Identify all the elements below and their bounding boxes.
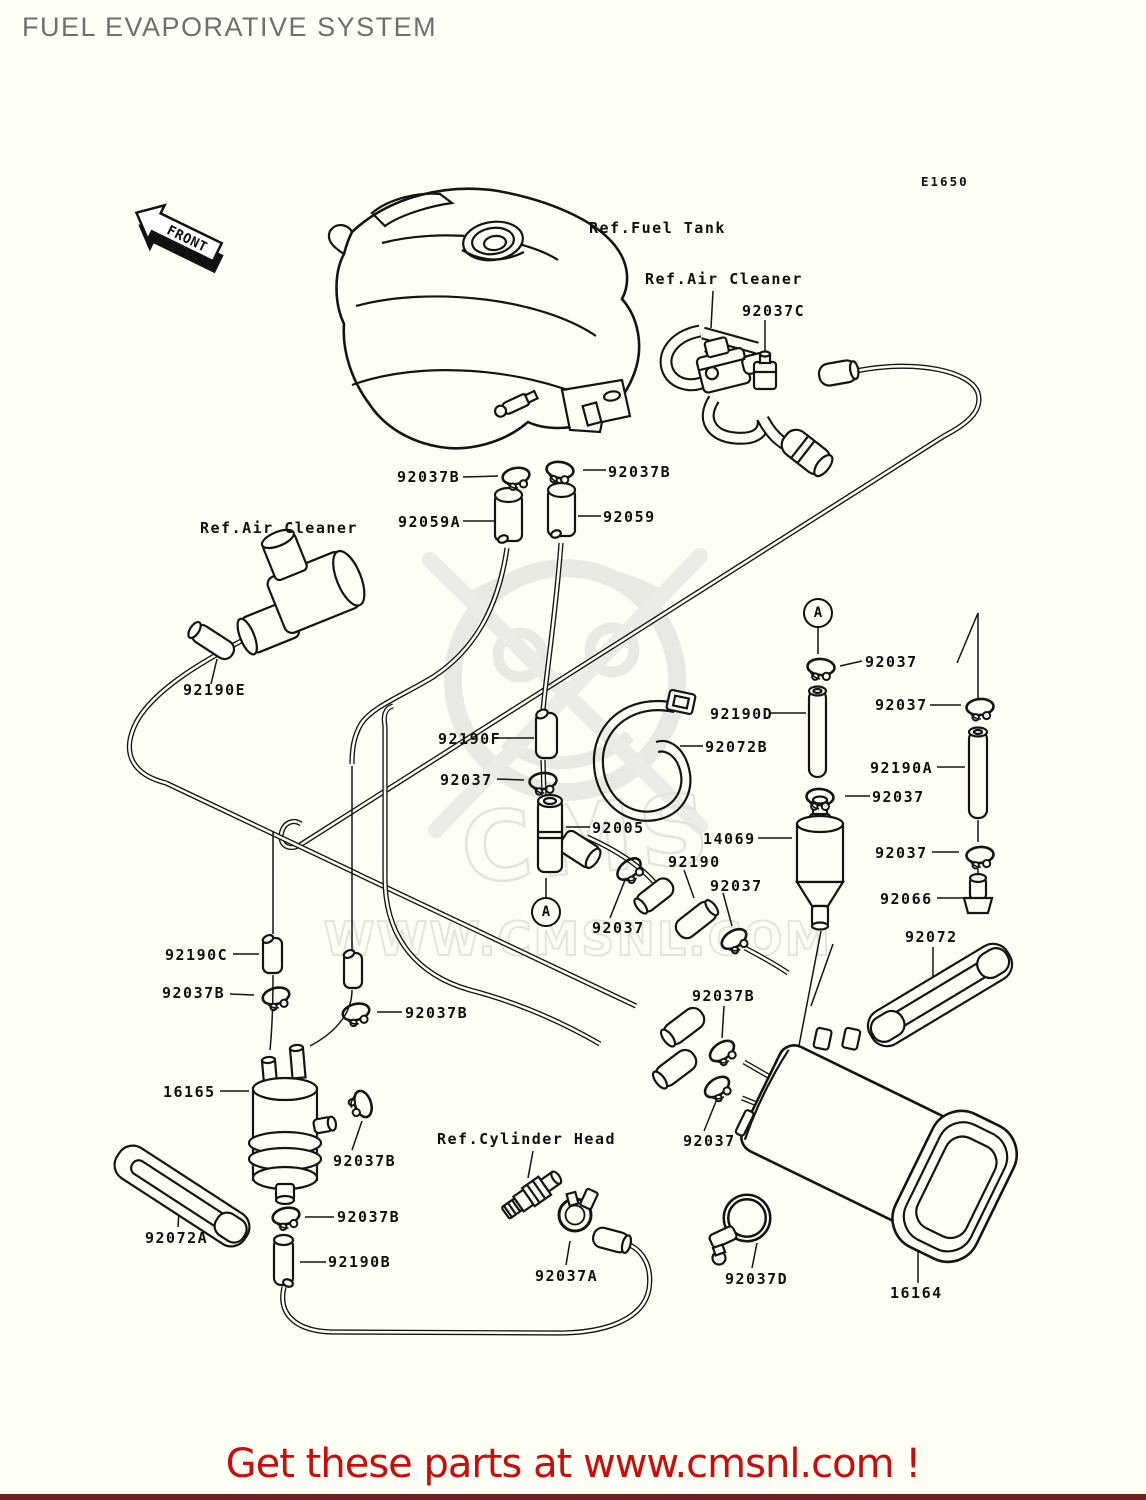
tube-92190A [967, 726, 989, 820]
footer-promo-text[interactable]: Get these parts at www.cmsnl.com ! [225, 1441, 922, 1487]
tube-connector-2 [651, 1048, 698, 1090]
part-label-92072B: 92072B [705, 738, 769, 756]
page-title: FUEL EVAPORATIVE SYSTEM [22, 12, 438, 42]
part-label-Ref-Cylinder-Head: Ref.Cylinder Head [437, 1130, 617, 1148]
tube-92190C [261, 933, 284, 975]
part-label-92037B: 92037B [608, 463, 672, 481]
part-label-92037: 92037 [592, 919, 645, 937]
strap-92072A [113, 1144, 251, 1248]
fuel-filter-14069 [795, 795, 845, 931]
part-label-92037B: 92037B [692, 987, 756, 1005]
part-label-92037B: 92037B [333, 1152, 397, 1170]
part-label-92059: 92059 [603, 508, 656, 526]
part-label-92037: 92037 [440, 771, 493, 789]
front-arrow: FRONT [134, 203, 224, 274]
part-label-92190D: 92190D [710, 705, 774, 723]
part-label-92037: 92037 [865, 653, 918, 671]
part-label-92037B: 92037B [405, 1004, 469, 1022]
separator-16165 [247, 1043, 338, 1206]
tube-92190F [534, 708, 559, 760]
tube-92190D [807, 685, 828, 779]
tube-92190-mid [674, 899, 720, 940]
part-label-92190: 92190 [668, 853, 721, 871]
part-label-92190C: 92190C [165, 946, 229, 964]
small-tube [817, 359, 860, 387]
pipe-92059A [493, 486, 524, 544]
part-label-92037A: 92037A [535, 1267, 599, 1285]
part-label-92190A: 92190A [870, 759, 934, 777]
tube-92190E [187, 620, 236, 661]
cable-tie-92072B [592, 688, 697, 822]
part-label-Ref-Air-Cleaner: Ref.Air Cleaner [645, 270, 803, 288]
part-label-16164: 16164 [890, 1284, 943, 1302]
part-label-92072A: 92072A [145, 1229, 209, 1247]
cylinder-head-fitting [501, 1170, 563, 1220]
part-label-92059A: 92059A [398, 513, 462, 531]
plug-92066 [962, 872, 994, 915]
pipe-92059 [546, 481, 577, 539]
hoses [126, 363, 982, 1336]
watermark-url-text: WWW.CMSNL.COM [324, 912, 833, 966]
strap-92072 [866, 942, 1014, 1048]
part-label-92037B: 92037B [337, 1208, 401, 1226]
tube-mid-1 [633, 877, 675, 915]
connector-symbol-2: A [803, 598, 833, 628]
tube-92190B [272, 1233, 295, 1288]
part-label-92005: 92005 [592, 819, 645, 837]
tube-connector-1 [659, 1006, 706, 1048]
part-label-92037: 92037 [875, 696, 928, 714]
part-label-92037C: 92037C [742, 302, 806, 320]
clamp-92037A [557, 1187, 599, 1233]
part-label-92072: 92072 [905, 928, 958, 946]
part-label-92037: 92037 [872, 788, 925, 806]
part-label-92037: 92037 [683, 1132, 736, 1150]
part-label-92037: 92037 [875, 844, 928, 862]
t-fitting-92005 [536, 793, 602, 874]
part-label-92190B: 92190B [328, 1253, 392, 1271]
part-label-92037: 92037 [710, 877, 763, 895]
part-label-92037B: 92037B [397, 468, 461, 486]
fuel-tank-drawing [327, 187, 641, 450]
part-label-Ref-Fuel-Tank: Ref.Fuel Tank [589, 219, 726, 237]
tube-near-92037A [591, 1226, 633, 1254]
cms-watermark-graphic: CMS WWW.CMSNL.COM [323, 548, 833, 967]
canister-16164 [734, 1026, 1018, 1264]
diagram-code: E1650 [921, 174, 969, 189]
part-label-14069: 14069 [703, 830, 756, 848]
part-label-92037D: 92037D [725, 1270, 789, 1288]
part-label-92037B: 92037B [162, 984, 226, 1002]
connector-symbol-1: A [531, 897, 561, 927]
part-label-16165: 16165 [163, 1083, 216, 1101]
part-label-92190E: 92190E [183, 681, 247, 699]
part-label-92066: 92066 [880, 890, 933, 908]
footer-accent-bar [0, 1494, 1146, 1500]
tube-92190C-2 [342, 948, 364, 990]
air-cleaner-t-piece [236, 528, 366, 656]
part-label-92190F: 92190F [438, 730, 502, 748]
air-cleaner-valve-assembly [659, 324, 860, 478]
clip-92037D [708, 1193, 772, 1266]
part-label-Ref-Air-Cleaner: Ref.Air Cleaner [200, 519, 358, 537]
part-92037C [752, 350, 778, 391]
